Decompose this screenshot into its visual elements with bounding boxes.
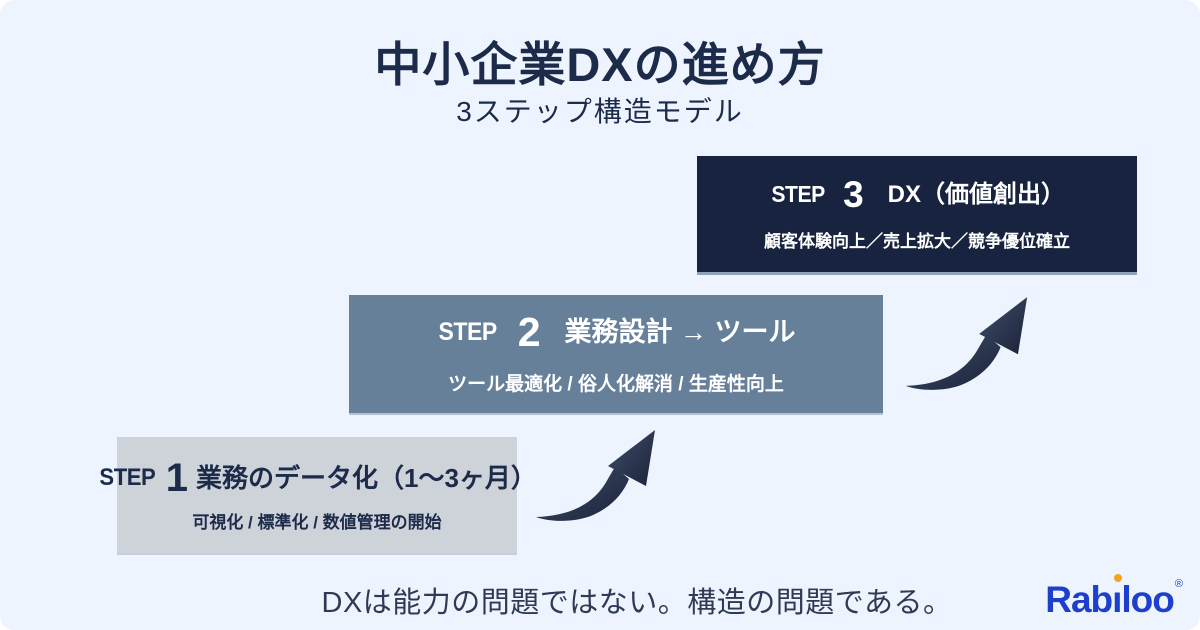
step-1-detail: 可視化 / 標準化 / 数値管理の開始 — [192, 512, 442, 532]
step-3-heading: STEP 3 DX（価値創出） — [769, 176, 1065, 213]
registered-trademark-icon: ® — [1174, 578, 1183, 590]
rabiloo-logo-text-pre: Rab — [1045, 579, 1113, 620]
step-1-number: 1 — [165, 455, 189, 500]
rabiloo-logo-text-post: loo — [1121, 579, 1174, 620]
step-2-title: 業務設計 → ツール — [564, 317, 796, 347]
page-subtitle: 3ステップ構造モデル — [456, 96, 744, 127]
step-3-detail: 顧客体験向上／売上拡大／競争優位確立 — [764, 232, 1070, 251]
rabiloo-logo: Rabıloo® — [1045, 574, 1183, 620]
page-title: 中小企業DXの進め方 — [374, 38, 826, 91]
step-1-title: 業務のデータ化（1〜3ヶ月） — [196, 462, 537, 493]
step-3-title: DX（価値創出） — [887, 180, 1065, 208]
step-2-number: 2 — [517, 309, 541, 355]
step-3-label: STEP — [771, 181, 825, 207]
step-3-box: STEP 3 DX（価値創出） 顧客体験向上／売上拡大／競争優位確立 — [697, 156, 1137, 272]
step-2-box: STEP 2 業務設計 → ツール ツール最適化 / 俗人化解消 / 生産性向上 — [349, 295, 883, 413]
step-1-box: STEP 1 業務のデータ化（1〜3ヶ月） 可視化 / 標準化 / 数値管理の開… — [100, 437, 537, 553]
footer-quote: DXは能力の問題ではない。構造の問題である。 — [321, 587, 953, 619]
curved-up-arrow-icon — [905, 297, 1028, 390]
step-2-detail: ツール最適化 / 俗人化解消 / 生産性向上 — [448, 374, 784, 395]
rabiloo-logo-i-orange-dot: ı — [1112, 574, 1123, 620]
step-2-heading: STEP 2 業務設計 → ツール — [436, 309, 796, 355]
step-1-label: STEP — [99, 463, 156, 491]
step-3-number: 3 — [843, 174, 864, 215]
step-1-heading: STEP 1 業務のデータ化（1〜3ヶ月） — [97, 458, 537, 498]
curved-up-arrow-icon — [536, 430, 655, 521]
step-2-label: STEP — [438, 318, 498, 346]
